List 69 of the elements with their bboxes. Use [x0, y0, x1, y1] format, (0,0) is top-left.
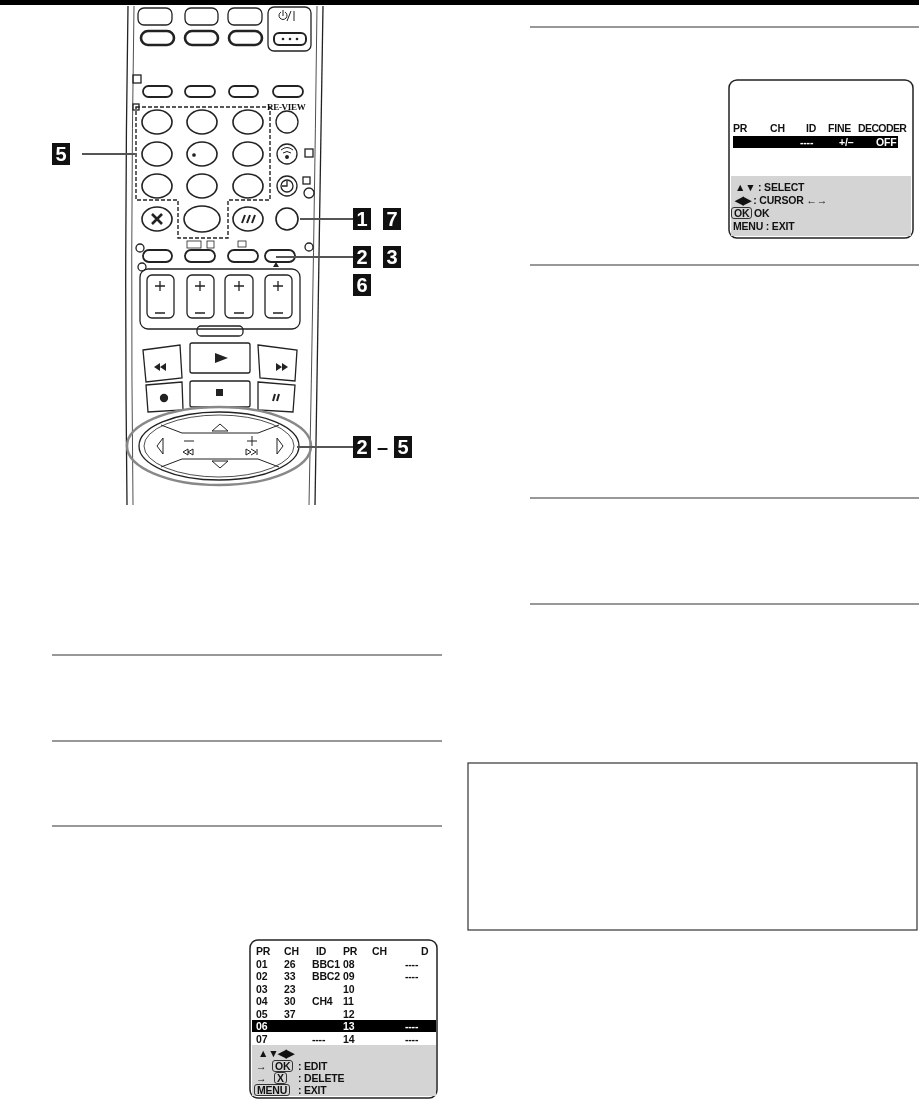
screen-text: OFF: [876, 136, 897, 148]
leader-line: [276, 255, 353, 259]
screen-text: FINE: [828, 122, 852, 134]
range-dash: –: [377, 436, 389, 458]
screen-text: 07: [256, 1032, 268, 1045]
key-label: OK: [272, 1060, 294, 1072]
screen-text: ----: [800, 136, 814, 148]
screen-text: PR: [343, 945, 358, 957]
screen-text: D: [421, 945, 429, 957]
screen-text: 33: [284, 970, 296, 982]
screen-text: 37: [284, 1007, 296, 1020]
screen-text: 03: [256, 982, 268, 995]
screen-text: 23: [284, 982, 296, 995]
screen-text: BBC2: [312, 970, 340, 982]
leader-line: [300, 217, 353, 221]
screen-text: 30: [284, 995, 296, 1007]
screen-text: CH: [284, 945, 299, 957]
screen-text: ID: [316, 945, 327, 957]
screen-text: 01: [256, 957, 268, 970]
step-number: 7: [383, 208, 401, 230]
screen-text: BBC1: [312, 957, 340, 970]
leader-line: [82, 152, 135, 156]
screen-text: 13: [343, 1020, 355, 1032]
screen-text: ◀▶ : CURSOR ←→: [735, 194, 827, 206]
key-label: X: [274, 1072, 287, 1084]
screen-text: 11: [343, 995, 354, 1007]
screen-text: →: [256, 1060, 267, 1072]
screen-text: DECODER: [858, 122, 907, 134]
step-number: 2: [353, 436, 371, 458]
screen-text: +/–: [839, 136, 854, 148]
screen-text: →: [256, 1072, 267, 1084]
screen-text: ▲▼◀▶: [258, 1047, 294, 1059]
leader-line: [297, 445, 353, 449]
screen-text: 14: [343, 1032, 355, 1045]
screen-text: ----: [405, 970, 419, 982]
button-label: RE-VIEW: [267, 101, 306, 113]
step-number: 3: [383, 246, 401, 268]
screen-text: 02: [256, 970, 268, 982]
screen-text: PR: [733, 122, 748, 134]
screen-text: 05: [256, 1007, 268, 1020]
screen-text: PR: [256, 945, 271, 957]
screen-text: 26: [284, 957, 296, 970]
step-number: 5: [394, 436, 413, 458]
screen-text: 04: [256, 995, 268, 1007]
screen-text: CH: [770, 122, 785, 134]
screen-text: : EXIT: [298, 1084, 327, 1096]
screen-text: CH4: [312, 995, 333, 1007]
key-label: MENU: [254, 1084, 291, 1096]
screen-text: ----: [312, 1032, 326, 1045]
screen-text: MENU : EXIT: [733, 220, 795, 232]
step-number: 2: [353, 246, 371, 268]
screen-text: 08: [343, 957, 355, 970]
step-number: 1: [353, 208, 371, 230]
screen-text: 06: [256, 1020, 268, 1032]
screen-text: 09: [343, 970, 355, 982]
screen-text: ----: [405, 957, 419, 970]
step-number: 6: [353, 274, 371, 296]
screen-text: 10: [343, 982, 355, 995]
screen-text: CH: [372, 945, 387, 957]
screen-text: : EDIT: [298, 1060, 328, 1072]
key-label: OK: [731, 207, 753, 219]
screen-text: 12: [343, 1007, 355, 1020]
screen-text: ----: [405, 1032, 419, 1045]
screen-text: : DELETE: [298, 1072, 345, 1084]
screen-text: ID: [806, 122, 817, 134]
screen-text: ----: [405, 1020, 419, 1032]
screen-text: ▲▼ : SELECT: [735, 181, 805, 193]
screen-text: OK: [754, 207, 770, 219]
step-number: 5: [52, 143, 70, 165]
